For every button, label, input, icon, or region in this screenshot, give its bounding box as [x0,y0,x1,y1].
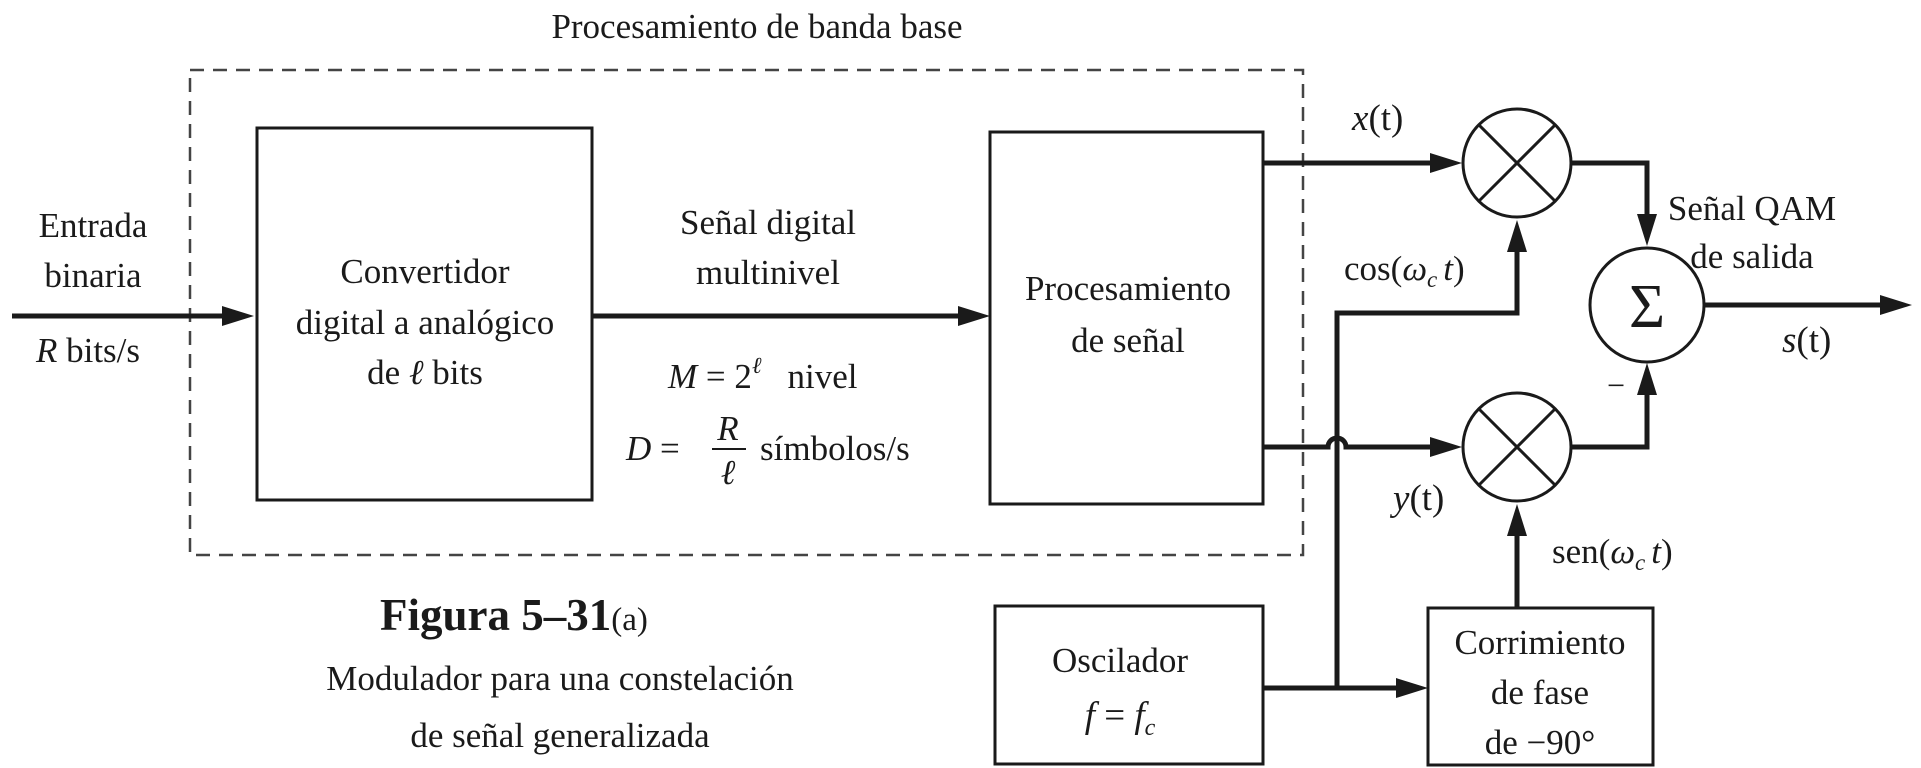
multilevel-label-1: Señal digital [680,203,856,242]
phase-shift-label-1: Corrimiento [1454,623,1625,662]
multiplier-top-cross-b [1477,123,1557,203]
summer-minus: − [1607,367,1625,403]
cos-wire [1334,248,1520,688]
dac-to-sp-arrowhead [958,306,990,326]
d-num: R [716,409,738,448]
phase-shift-label-2: de fase [1491,673,1589,712]
input-label-2: binaria [44,256,142,295]
cos-arrowhead [1507,220,1527,252]
sp-label-1: Procesamiento [1025,269,1231,308]
bottom-to-summer-wire [1571,391,1650,450]
baseband-region [188,68,1305,557]
d-unit: símbolos/s [760,429,910,468]
oscillator-block [993,604,1265,766]
top-to-summer-wire [1571,160,1650,218]
multiplier-bottom-cross-b [1477,407,1557,487]
top-to-summer-arrowhead [1637,214,1657,246]
output-arrowhead [1880,295,1912,315]
caption-line-2: de señal generalizada [410,716,710,755]
input-rate: R bits/s [35,331,140,370]
dac-label-2: digital a analógico [296,303,555,342]
output-label-1: Señal QAM [1668,189,1836,228]
baseband-label: Procesamiento de banda base [551,7,962,46]
input-label-1: Entrada [39,206,148,245]
bottom-to-summer-arrowhead [1637,363,1657,395]
y-wire [1263,435,1434,450]
y-arrowhead [1430,437,1462,457]
d-lhs: D = [625,429,680,468]
output-label-2: de salida [1690,237,1814,276]
sen-arrowhead [1507,504,1527,536]
s-label: s(t) [1782,320,1831,361]
oscillator-out-arrowhead [1396,678,1428,698]
caption-line-1: Modulador para una constelación [326,659,793,698]
x-arrowhead [1430,153,1462,173]
signal-processing-block [988,130,1265,506]
dac-label-3: de ℓ bits [367,353,483,392]
phase-shift-block [1426,606,1655,767]
multilevel-label-2: multinivel [696,253,840,292]
dac-label-1: Convertidor [340,252,509,291]
oscillator-freq: f = fc [1085,695,1156,741]
summer-sigma: Σ [1629,273,1665,341]
sp-label-2: de señal [1071,321,1185,360]
figure-title: Figura 5–31(a) [380,590,648,640]
d-den: ℓ [721,453,736,492]
input-arrowhead [222,306,254,326]
y-label: y(t) [1389,478,1444,519]
oscillator-label: Oscilador [1052,641,1188,680]
phase-shift-label-3: de −90° [1485,723,1596,762]
x-label: x(t) [1351,98,1403,139]
